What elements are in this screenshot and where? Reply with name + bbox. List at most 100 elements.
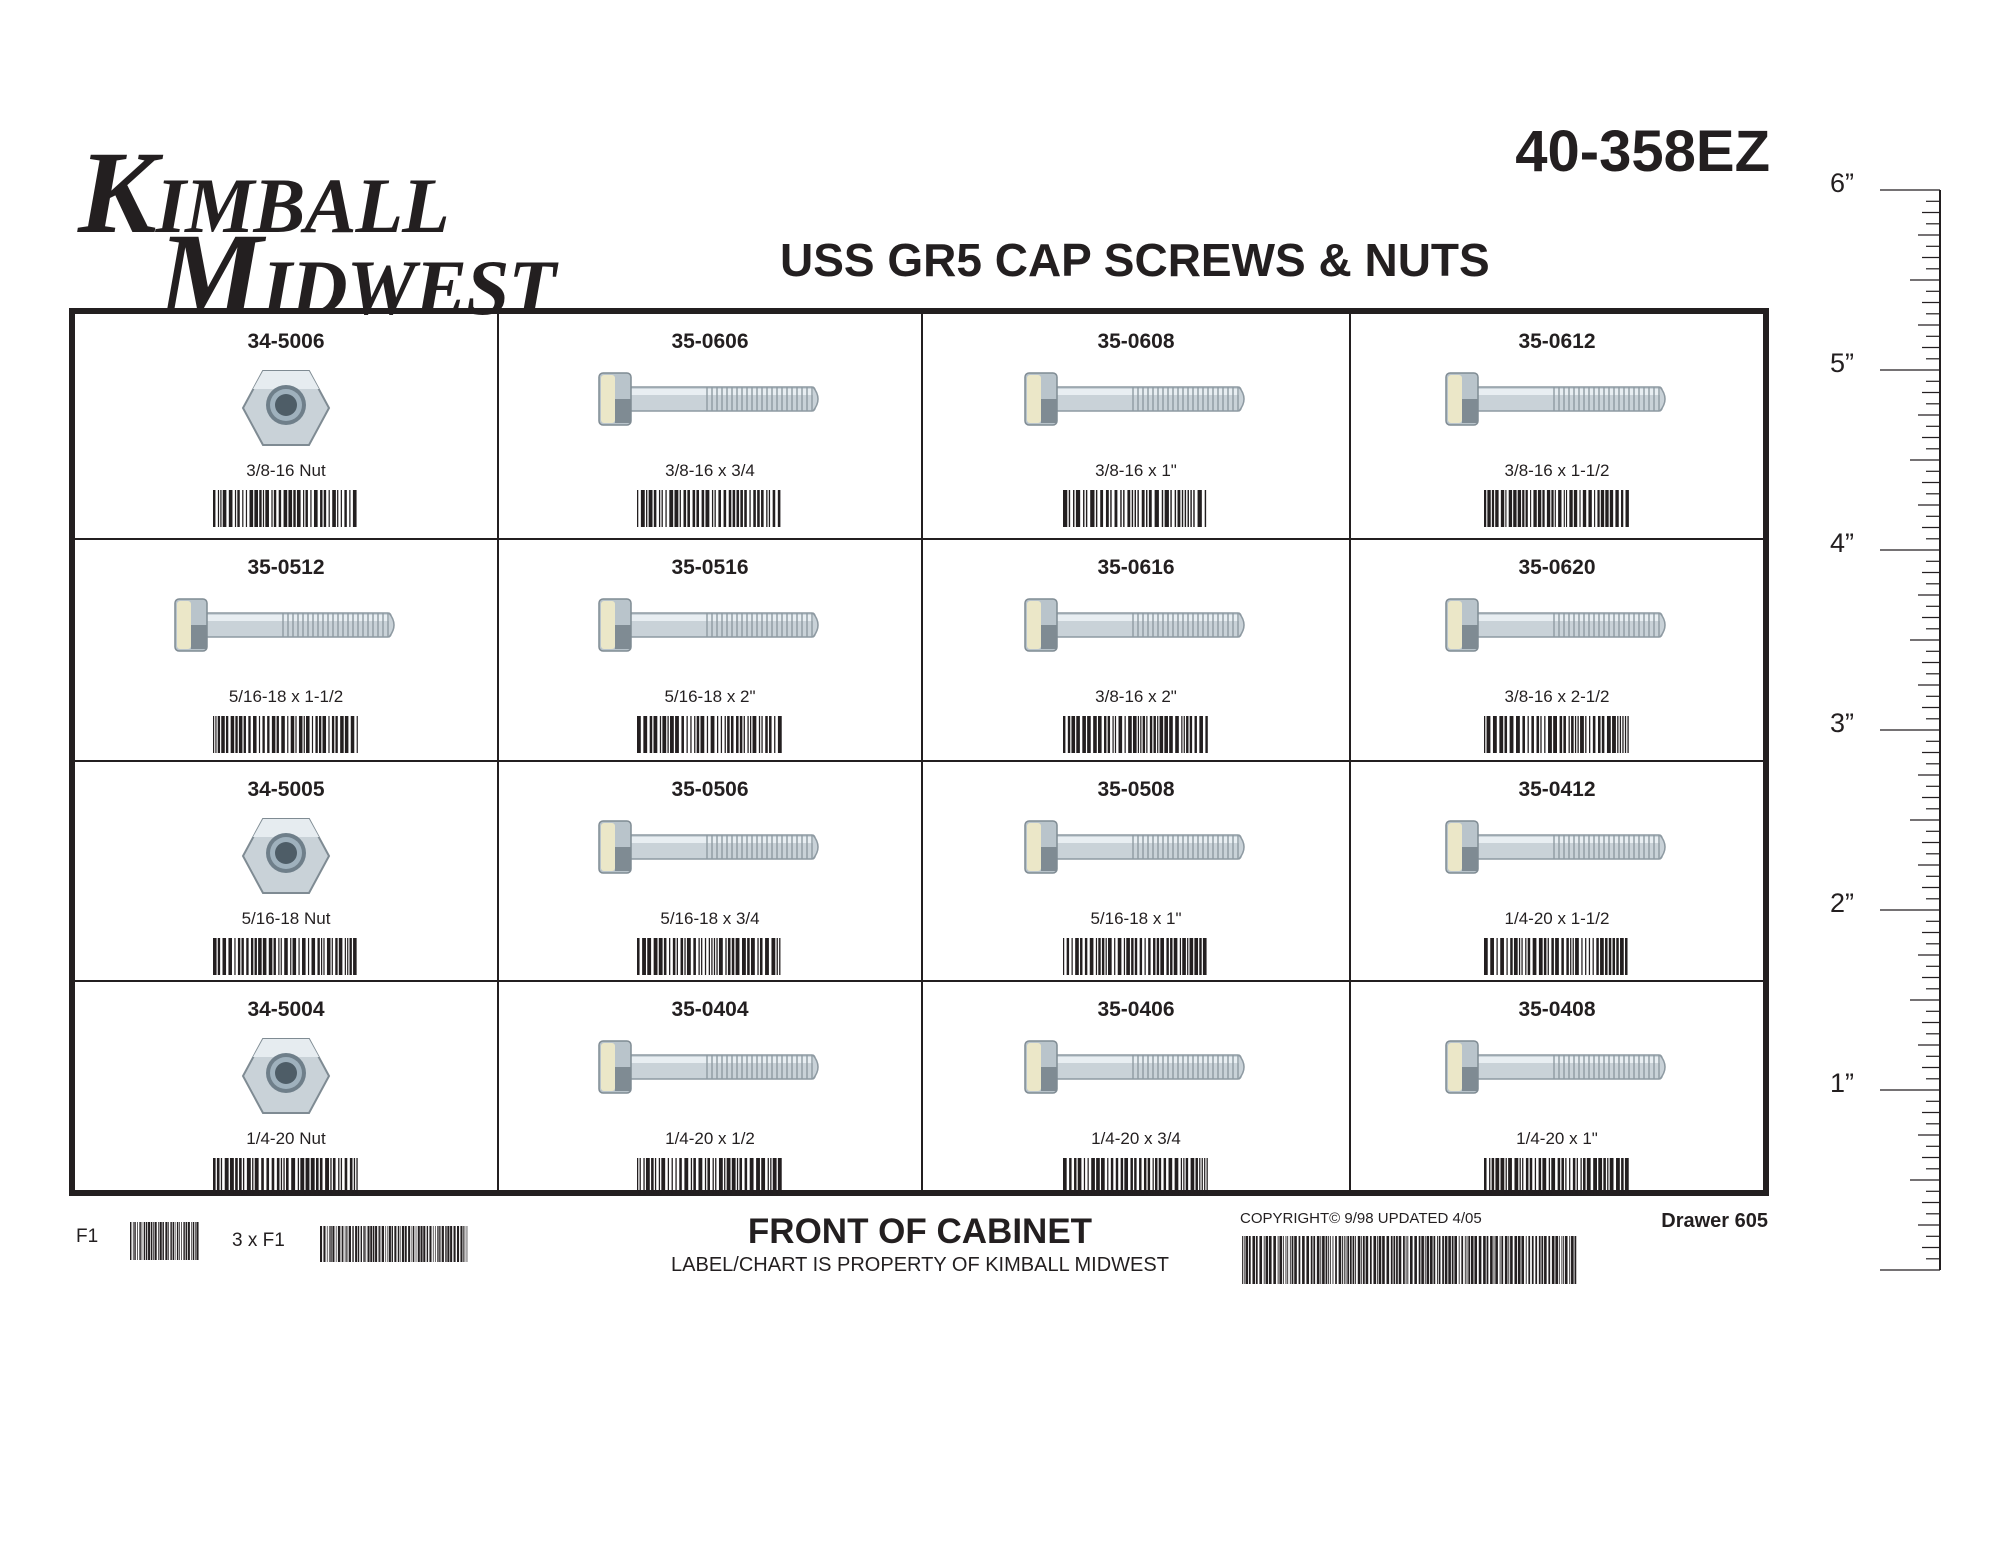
bin-barcode — [1484, 1158, 1629, 1195]
bin-description: 5/16-18 Nut — [241, 909, 331, 928]
front-of-cabinet-label: FRONT OF CABINET — [747, 1212, 1093, 1251]
bin-barcode — [1484, 938, 1628, 975]
bin-barcode — [213, 938, 357, 975]
bin-description: 1/4-20 x 1" — [1516, 1129, 1598, 1148]
bin-description: 1/4-20 Nut — [246, 1129, 326, 1148]
hex-bolt-icon — [1024, 598, 1245, 652]
hex-bolt-icon — [598, 598, 819, 652]
bin-barcode — [213, 716, 358, 753]
bin-barcode — [1063, 1158, 1208, 1195]
bin-cell: 35-0608 3/8-16 x 1" — [923, 314, 1351, 540]
drawer-number: Drawer 605 — [1661, 1210, 1768, 1232]
bin-cell: 35-0516 5/16-18 x 2" — [499, 540, 923, 762]
bin-barcode — [1063, 490, 1207, 527]
bin-description: 1/4-20 x 3/4 — [1091, 1129, 1181, 1148]
bin-cell: 35-0406 1/4-20 x 3/4 — [923, 982, 1351, 1195]
bin-cell: 35-0506 5/16-18 x 3/4 — [499, 762, 923, 982]
hex-bolt-icon — [598, 1040, 819, 1094]
bin-sku: 34-5006 — [247, 330, 325, 353]
hex-bolt-icon — [1024, 372, 1245, 426]
bin-description: 1/4-20 x 1-1/2 — [1504, 909, 1610, 928]
ruler-label: 4” — [1830, 528, 1855, 558]
hex-bolt-icon — [1024, 1040, 1245, 1094]
bin-sku: 34-5005 — [247, 778, 325, 801]
bin-sku: 35-0616 — [1097, 556, 1175, 579]
bin-sku: 35-0408 — [1518, 998, 1596, 1021]
bin-sku: 35-0516 — [671, 556, 749, 579]
f3-barcode — [320, 1226, 468, 1262]
hex-nut-icon — [241, 370, 331, 446]
bin-cell: 35-0508 5/16-18 x 1" — [923, 762, 1351, 982]
ruler-ticks — [1880, 189, 1941, 1271]
property-notice: LABEL/CHART IS PROPERTY OF KIMBALL MIDWE… — [671, 1254, 1169, 1276]
bin-sku: 35-0606 — [671, 330, 749, 353]
copyright-notice: COPYRIGHT© 9/98 UPDATED 4/05 — [1240, 1210, 1482, 1227]
bin-barcode — [1484, 716, 1629, 753]
hex-nut-icon — [241, 1038, 331, 1114]
bin-cell: 34-5004 1/4-20 Nut — [75, 982, 499, 1195]
bin-description: 3/8-16 Nut — [246, 461, 326, 480]
bin-sku: 35-0508 — [1097, 778, 1175, 801]
bin-sku: 35-0608 — [1097, 330, 1175, 353]
bin-barcode — [1063, 716, 1208, 753]
hex-bolt-icon — [1445, 598, 1666, 652]
bin-barcode — [1484, 490, 1629, 527]
kit-part-number: 40-358EZ — [1515, 119, 1770, 184]
page-title: USS GR5 CAP SCREWS & NUTS — [780, 234, 1490, 286]
bin-description: 5/16-18 x 3/4 — [660, 909, 760, 928]
f1-barcode — [130, 1222, 199, 1260]
hex-bolt-icon — [1445, 1040, 1666, 1094]
bin-barcode — [637, 1158, 782, 1195]
bin-sku: 34-5004 — [247, 998, 325, 1021]
copyright-barcode — [1242, 1236, 1577, 1284]
f3-label: 3 x F1 — [232, 1230, 285, 1251]
bin-sku: 35-0512 — [247, 556, 325, 579]
hex-bolt-icon — [1445, 820, 1666, 874]
inch-ruler: 6” 5” 4” 3” 2” 1” — [1830, 168, 1950, 1290]
ruler-label: 1” — [1830, 1068, 1855, 1098]
bin-cell: 35-0512 5/16-18 x 1-1/2 — [75, 540, 499, 762]
hex-bolt-icon — [598, 820, 819, 874]
bin-description: 1/4-20 x 1/2 — [665, 1129, 755, 1148]
bin-description: 3/8-16 x 2-1/2 — [1504, 687, 1610, 706]
ruler-label: 3” — [1830, 708, 1855, 738]
drawer-grid: 34-5006 3/8-16 Nut 35-0606 3/8-16 x 3/4 35-0… — [69, 308, 1769, 1196]
hex-bolt-icon — [598, 372, 819, 426]
bin-sku: 35-0506 — [671, 778, 749, 801]
logo-text-imball: IMBALL — [155, 162, 450, 249]
bin-barcode — [637, 490, 781, 527]
ruler-label: 6” — [1830, 168, 1855, 198]
f1-label: F1 — [76, 1226, 99, 1247]
logo-cap-k: K — [78, 127, 157, 258]
bin-description: 3/8-16 x 1" — [1095, 461, 1177, 480]
bin-cell: 35-0620 3/8-16 x 2-1/2 — [1351, 540, 1763, 762]
bin-sku: 35-0404 — [671, 998, 749, 1021]
bin-barcode — [637, 938, 781, 975]
bin-description: 3/8-16 x 3/4 — [665, 461, 755, 480]
kimball-midwest-logo: KIMBALL MIDWEST — [78, 125, 598, 340]
bin-barcode — [213, 490, 357, 527]
hex-bolt-icon — [1024, 820, 1245, 874]
bin-sku: 35-0620 — [1518, 556, 1596, 579]
bin-barcode — [1063, 938, 1207, 975]
hex-nut-icon — [241, 818, 331, 894]
hex-bolt-icon — [174, 598, 395, 652]
logo-cap-m: M — [158, 209, 263, 340]
hex-bolt-icon — [1445, 372, 1666, 426]
bin-cell: 35-0408 1/4-20 x 1" — [1351, 982, 1763, 1195]
bin-sku: 35-0406 — [1097, 998, 1175, 1021]
ruler-label: 5” — [1830, 348, 1855, 378]
bin-barcode — [637, 716, 782, 753]
bin-description: 5/16-18 x 1-1/2 — [228, 687, 344, 706]
logo-text-idwest: IDWEST — [261, 244, 556, 331]
bin-description: 3/8-16 x 1-1/2 — [1504, 461, 1610, 480]
bin-cell: 35-0404 1/4-20 x 1/2 — [499, 982, 923, 1195]
bin-barcode — [213, 1158, 358, 1195]
bin-cell: 34-5006 3/8-16 Nut — [75, 314, 499, 540]
bin-description: 5/16-18 x 2" — [664, 687, 756, 706]
bin-description: 5/16-18 x 1" — [1090, 909, 1182, 928]
ruler-label: 2” — [1830, 888, 1855, 918]
